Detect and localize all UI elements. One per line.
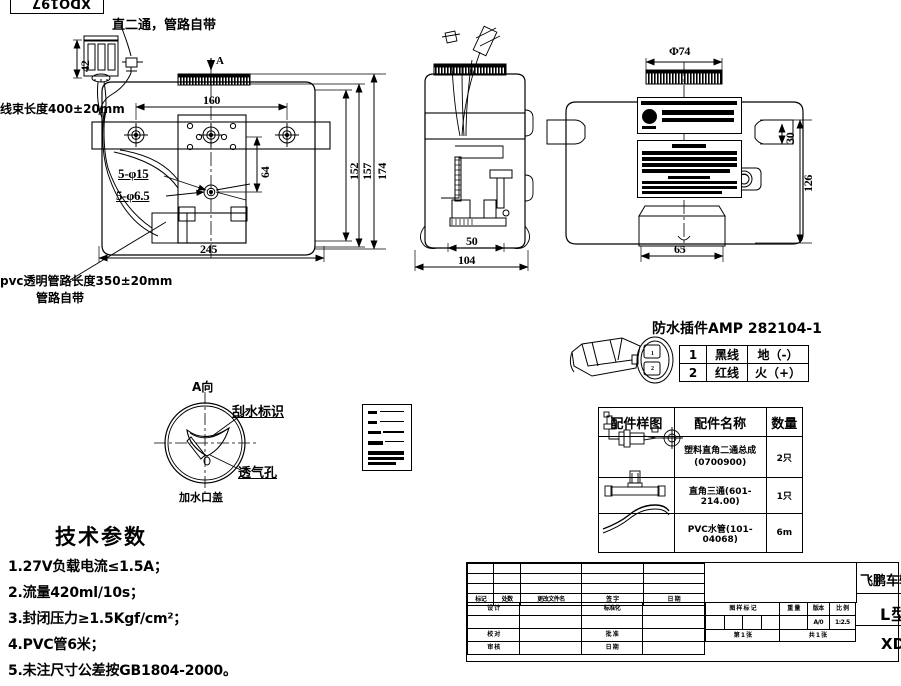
signoff-row (467, 615, 705, 629)
dim-126: 126 (801, 174, 815, 192)
version-value: A/0 (806, 615, 830, 630)
signoff-row: 设 计 标准化 (467, 602, 705, 616)
part-number: XDQ197 (881, 635, 901, 653)
part-name-text: 塑料直角二通总成 (684, 445, 757, 456)
part-qty: 6m (765, 513, 804, 553)
label-wiper-mark: 刮水标识 (232, 405, 285, 420)
stamp-box: XDQ197 (10, 0, 104, 14)
col-sample: 配件样图 (598, 407, 675, 437)
part-qty: 1只 (765, 477, 804, 514)
callout-pvc-tube-length: pvc透明管路长度350±20mm (0, 274, 173, 288)
signoff-table: 设 计 标准化 校 对 批 准 审 核 日 期 (467, 602, 705, 655)
signoff-row: 校 对 批 准 (467, 628, 705, 642)
dim-104: 104 (458, 253, 476, 267)
hole-callout-65: 5-φ6.5 (116, 188, 150, 203)
spec-value-row: A/0 1:2.5 (705, 615, 857, 630)
warning-sticker-lower (637, 140, 742, 198)
drawing-mark-blank (705, 563, 857, 603)
revision-row (466, 573, 706, 584)
tech-specs-heading: 技术参数 (55, 525, 147, 549)
part-name: 塑料直角二通总成 (0700900) (673, 436, 767, 478)
revision-table: 标记 处数 更改文件名 签 字 日 期 (466, 563, 706, 606)
parts-table-header-row: 配件样图 配件名称 数量 (598, 407, 804, 437)
field-check: 校 对 (467, 628, 520, 642)
pin-wire: 黑线 (706, 345, 748, 364)
pin-mark-2: 2 (651, 366, 654, 372)
part-code-text: (0700900) (694, 458, 747, 468)
pin-row: 1 黑线 地（-） (679, 345, 809, 364)
part-name: 直角三通(601-214.00) (673, 477, 767, 514)
revision-row (466, 583, 706, 594)
view-a-title: A向 (192, 380, 214, 394)
tech-spec-item: 5.未注尺寸公差按GB1804-2000。 (8, 663, 237, 679)
tech-spec-item: 1.27V负载电流≤1.5A； (8, 559, 168, 575)
model-name: L型 24V (880, 605, 901, 624)
col-drawing-mark: 图 样 标 记 (704, 602, 781, 616)
nameplate-graphic (362, 404, 412, 471)
part-figure (598, 436, 675, 478)
dim-160: 160 (203, 93, 221, 107)
pin-row: 2 红线 火（+） (679, 363, 809, 382)
field-review: 审 核 (467, 641, 520, 655)
tech-spec-item: 4.PVC管6米； (8, 637, 105, 653)
dim-50: 50 (466, 234, 478, 248)
signoff-row: 审 核 日 期 (467, 641, 705, 655)
sheet-total: 共 1 张 (779, 629, 856, 642)
part-figure (598, 477, 675, 514)
dim-74: Φ74 (669, 44, 691, 58)
company-name: 飞鹏车辆配件有限公司 (860, 574, 901, 589)
stamp-code: XDQ197 (31, 0, 91, 10)
spec-table: 图 样 标 记 重 量 版本 比 例 A/0 1:2.5 第 1 张 共 1 张 (704, 602, 857, 642)
dim-42: 42 (78, 60, 92, 72)
connector-title: 防水插件AMP 282104-1 (652, 321, 822, 337)
label-filler-cap: 加水口盖 (179, 491, 223, 504)
pin-mark-1: 1 (651, 351, 654, 357)
part-name: PVC水管(101-04068) (673, 513, 767, 553)
dim-65: 65 (674, 242, 686, 256)
hole-callout-15: 5-φ15 (118, 166, 149, 181)
tech-spec-item: 2.流量420ml/10s； (8, 585, 144, 601)
tech-specs-list: 1.27V负载电流≤1.5A； 2.流量420ml/10s； 3.封闭压力≥1.… (8, 556, 308, 686)
callout-harness-length: 线束长度400±20mm (0, 102, 125, 116)
dim-174: 174 (375, 162, 389, 180)
parts-table: 配件样图 配件名称 数量 塑料直角二通总成 (0700900) 2只 直角三通(… (598, 407, 804, 553)
revision-row (466, 563, 706, 574)
product-sticker-upper (637, 97, 742, 134)
callout-straight-tee: 直二通，管路自带 (112, 18, 217, 33)
parts-table-row: PVC水管(101-04068) 6m (598, 513, 804, 553)
sheet-current: 第 1 张 (704, 629, 781, 642)
title-block: 标记 处数 更改文件名 签 字 日 期 设 计 标准化 校 对 批 准 审 核 (466, 562, 901, 662)
dim-157: 157 (360, 162, 374, 180)
col-weight: 重 量 (779, 602, 808, 616)
spec-header-row: 图 样 标 记 重 量 版本 比 例 (704, 602, 857, 616)
part-qty: 2只 (765, 436, 804, 478)
connector-pin-table: 1 黑线 地（-） 2 红线 火（+） (679, 345, 809, 382)
col-name: 配件名称 (673, 407, 767, 437)
parts-table-row: 塑料直角二通总成 (0700900) 2只 (598, 436, 804, 478)
col-version: 版本 (806, 602, 830, 616)
col-qty: 数量 (765, 407, 804, 437)
section-arrow-label: A (216, 55, 224, 67)
tech-spec-item: 3.封闭压力≥1.5Kgf/cm²； (8, 611, 188, 627)
pin-no: 2 (679, 363, 707, 382)
label-vent-hole: 透气孔 (238, 466, 278, 481)
pin-function: 火（+） (747, 363, 809, 382)
dim-64: 64 (258, 166, 272, 178)
scale-value: 1:2.5 (828, 615, 857, 630)
col-scale: 比 例 (828, 602, 857, 616)
field-date: 日 期 (580, 641, 644, 655)
callout-tube-self: 管路自带 (36, 291, 85, 305)
field-standardize: 标准化 (580, 602, 644, 616)
sheet-row: 第 1 张 共 1 张 (704, 629, 856, 642)
pin-no: 1 (679, 345, 707, 364)
part-figure (598, 513, 675, 553)
parts-table-row: 直角三通(601-214.00) 1只 (598, 477, 804, 514)
field-approve: 批 准 (580, 628, 644, 642)
field-design: 设 计 (467, 602, 520, 616)
pin-function: 地（-） (747, 345, 809, 364)
pin-wire: 红线 (706, 363, 748, 382)
technical-drawing-canvas (69, 25, 812, 534)
dim-245: 245 (200, 242, 218, 256)
dim-30: 30 (783, 132, 797, 144)
